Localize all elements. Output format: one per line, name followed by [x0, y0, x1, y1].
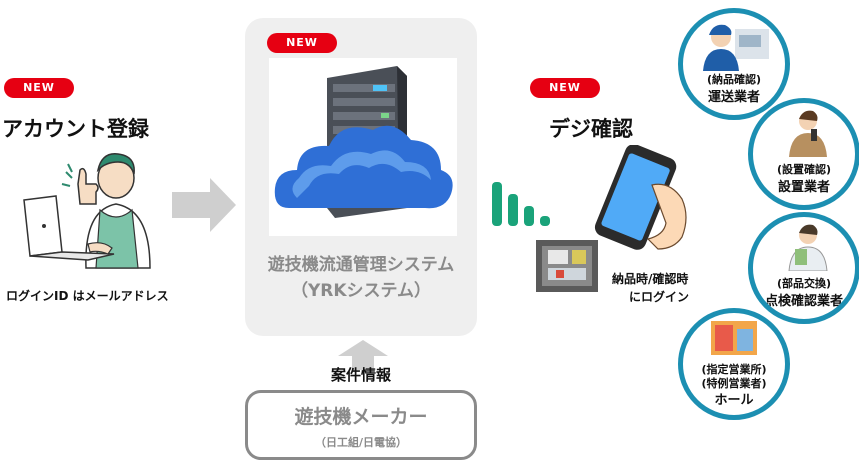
- account-registration-title: アカウント登録: [2, 117, 149, 141]
- hall-name: ホール: [714, 393, 754, 408]
- login-id-caption: ログインID はメールアドレス: [6, 289, 169, 303]
- new-badge-confirm: NEW: [530, 78, 600, 98]
- installer-person-icon: [789, 110, 827, 157]
- system-name-line1: 遊技機流通管理システム: [267, 255, 455, 275]
- machine-label-photo: [536, 240, 598, 292]
- server-cloud-icon: [269, 58, 457, 236]
- inspector-role: (部品交換): [776, 277, 832, 290]
- delivery-worker-icon: [703, 24, 769, 71]
- hall-circle: (指定営業所) (特例営業者) ホール: [678, 308, 790, 420]
- hall-role-2: (特例営業者): [701, 377, 767, 390]
- system-panel: NEW 遊技機流通管理システム （YRKシステム）: [245, 18, 477, 336]
- system-name-line2: （YRKシステム）: [290, 281, 432, 301]
- maker-association: （日工組/日電協）: [314, 436, 408, 449]
- digital-confirm-title: デジ確認: [549, 117, 633, 141]
- project-info-label: 案件情報: [330, 366, 391, 384]
- arrow-up-icon: [338, 340, 388, 370]
- maker-box: 遊技機メーカー （日工組/日電協）: [245, 390, 477, 460]
- new-badge-account: NEW: [4, 78, 74, 98]
- transport-name: 運送業者: [707, 90, 760, 105]
- inspector-name: 点検確認業者: [764, 294, 843, 309]
- arrow-right-icon: [172, 178, 236, 232]
- installer-name: 設置業者: [777, 180, 830, 195]
- new-badge-system: NEW: [267, 33, 337, 53]
- inspector-person-icon: [788, 224, 828, 271]
- signal-icon: [492, 182, 550, 226]
- installer-circle: (設置確認) 設置業者: [748, 98, 859, 210]
- hall-role-1: (指定営業所): [701, 363, 767, 376]
- maker-name: 遊技機メーカー: [294, 406, 428, 428]
- installer-role: (設置確認): [776, 163, 832, 176]
- transport-company-circle: (納品確認) 運送業者: [678, 8, 790, 120]
- login-caption-line1: 納品時/確認時: [612, 272, 689, 286]
- person-laptop-illustration: [23, 153, 151, 269]
- login-caption-line2: にログイン: [629, 290, 690, 304]
- transport-role: (納品確認): [706, 73, 762, 86]
- hall-building-icon: [711, 321, 757, 355]
- smartphone-hand-icon: [594, 145, 687, 250]
- inspector-circle: (部品交換) 点検確認業者: [748, 212, 859, 324]
